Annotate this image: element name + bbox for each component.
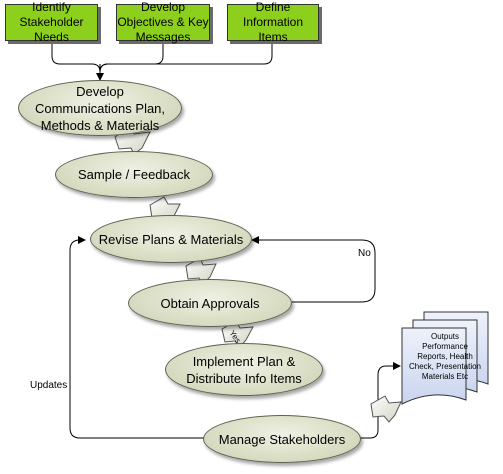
step-label: Sample / Feedback (77, 167, 190, 182)
box-label: Develop Objectives & Key Messages (117, 0, 209, 44)
sample-feedback-step: Sample / Feedback (55, 151, 213, 198)
implement-plan-step: Implement Plan & Distribute Info Items (165, 343, 323, 396)
develop-communications-plan-step: Develop Communications Plan, Methods & M… (18, 80, 182, 136)
define-information-items-box: Define Information Items (227, 0, 319, 44)
step-label: Develop Communications Plan, Methods & M… (34, 83, 166, 133)
chevron-arrow-5 (370, 395, 402, 423)
step-label: Revise Plans & Materials (98, 231, 244, 247)
outputs-document-label: Outputs Performance Reports, Health Chec… (408, 332, 482, 381)
merge-connector (51, 41, 273, 81)
step-label: Obtain Approvals (160, 295, 260, 311)
obtain-approvals-step: Obtain Approvals (128, 279, 292, 327)
no-loop-connector (251, 236, 376, 303)
step-label: Implement Plan & Distribute Info Items (186, 353, 302, 386)
develop-objectives-box: Develop Objectives & Key Messages (116, 0, 210, 44)
manage-stakeholders-step: Manage Stakeholders (203, 415, 361, 463)
box-label: Define Information Items (242, 0, 304, 44)
no-label: No (358, 248, 371, 259)
document-front (401, 327, 467, 405)
revise-plans-step: Revise Plans & Materials (90, 215, 252, 263)
updates-loop-connector (69, 236, 205, 439)
box-label: Identify Stakeholder Needs (19, 0, 84, 44)
updates-label: Updates (30, 380, 68, 391)
output-documents (401, 311, 489, 405)
identify-stakeholder-needs-box: Identify Stakeholder Needs (5, 0, 98, 44)
step-arrows (114, 126, 402, 423)
step-label: Manage Stakeholders (218, 431, 346, 447)
